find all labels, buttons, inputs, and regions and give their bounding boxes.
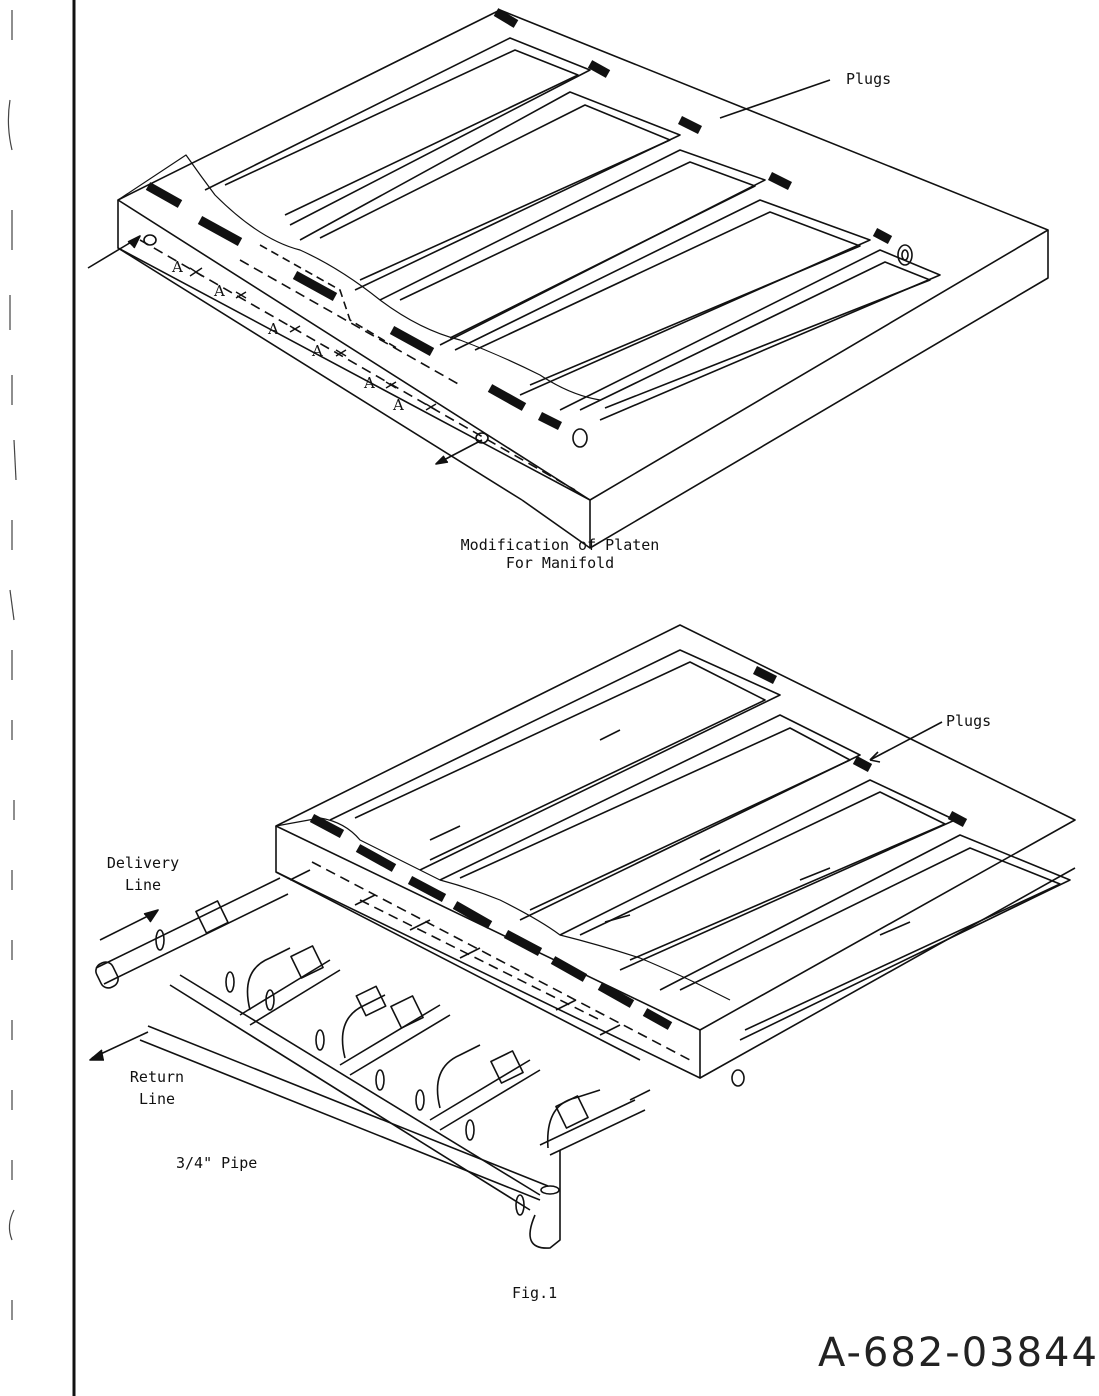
top-plugs-label: Plugs [846, 70, 892, 88]
bottom-plugs-label: Plugs [946, 712, 992, 730]
document-number: A-682-03844 [818, 1330, 1099, 1376]
top-caption-line1: Modification of Platen [460, 536, 660, 554]
delivery-label-line1: Delivery [106, 854, 180, 872]
margin-marks [7, 10, 17, 1320]
bottom-plug-bars [309, 665, 968, 1030]
top-plug-bars [145, 8, 893, 431]
delivery-line-label: Delivery Line [98, 852, 188, 896]
top-caption-line2: For Manifold [505, 554, 615, 572]
pipe-size-label: 3/4" Pipe [176, 1154, 258, 1172]
top-x-marks [189, 267, 437, 411]
hole-mark-a: A [393, 396, 404, 414]
figure-number: Fig.1 [512, 1284, 558, 1302]
return-label-line2: Line [138, 1090, 176, 1108]
hole-mark-a: A [268, 320, 279, 338]
top-caption: Modification of Platen For Manifold [420, 536, 700, 572]
top-platen [87, 9, 1049, 549]
hole-mark-a: A [214, 282, 225, 300]
delivery-label-line2: Line [124, 876, 162, 894]
manifold-piping [89, 869, 651, 1249]
hole-mark-a: A [364, 374, 375, 392]
hole-mark-a: A [312, 342, 323, 360]
return-label-line1: Return [129, 1068, 185, 1086]
return-line-label: Return Line [112, 1066, 202, 1110]
hole-mark-a: A [172, 258, 183, 276]
